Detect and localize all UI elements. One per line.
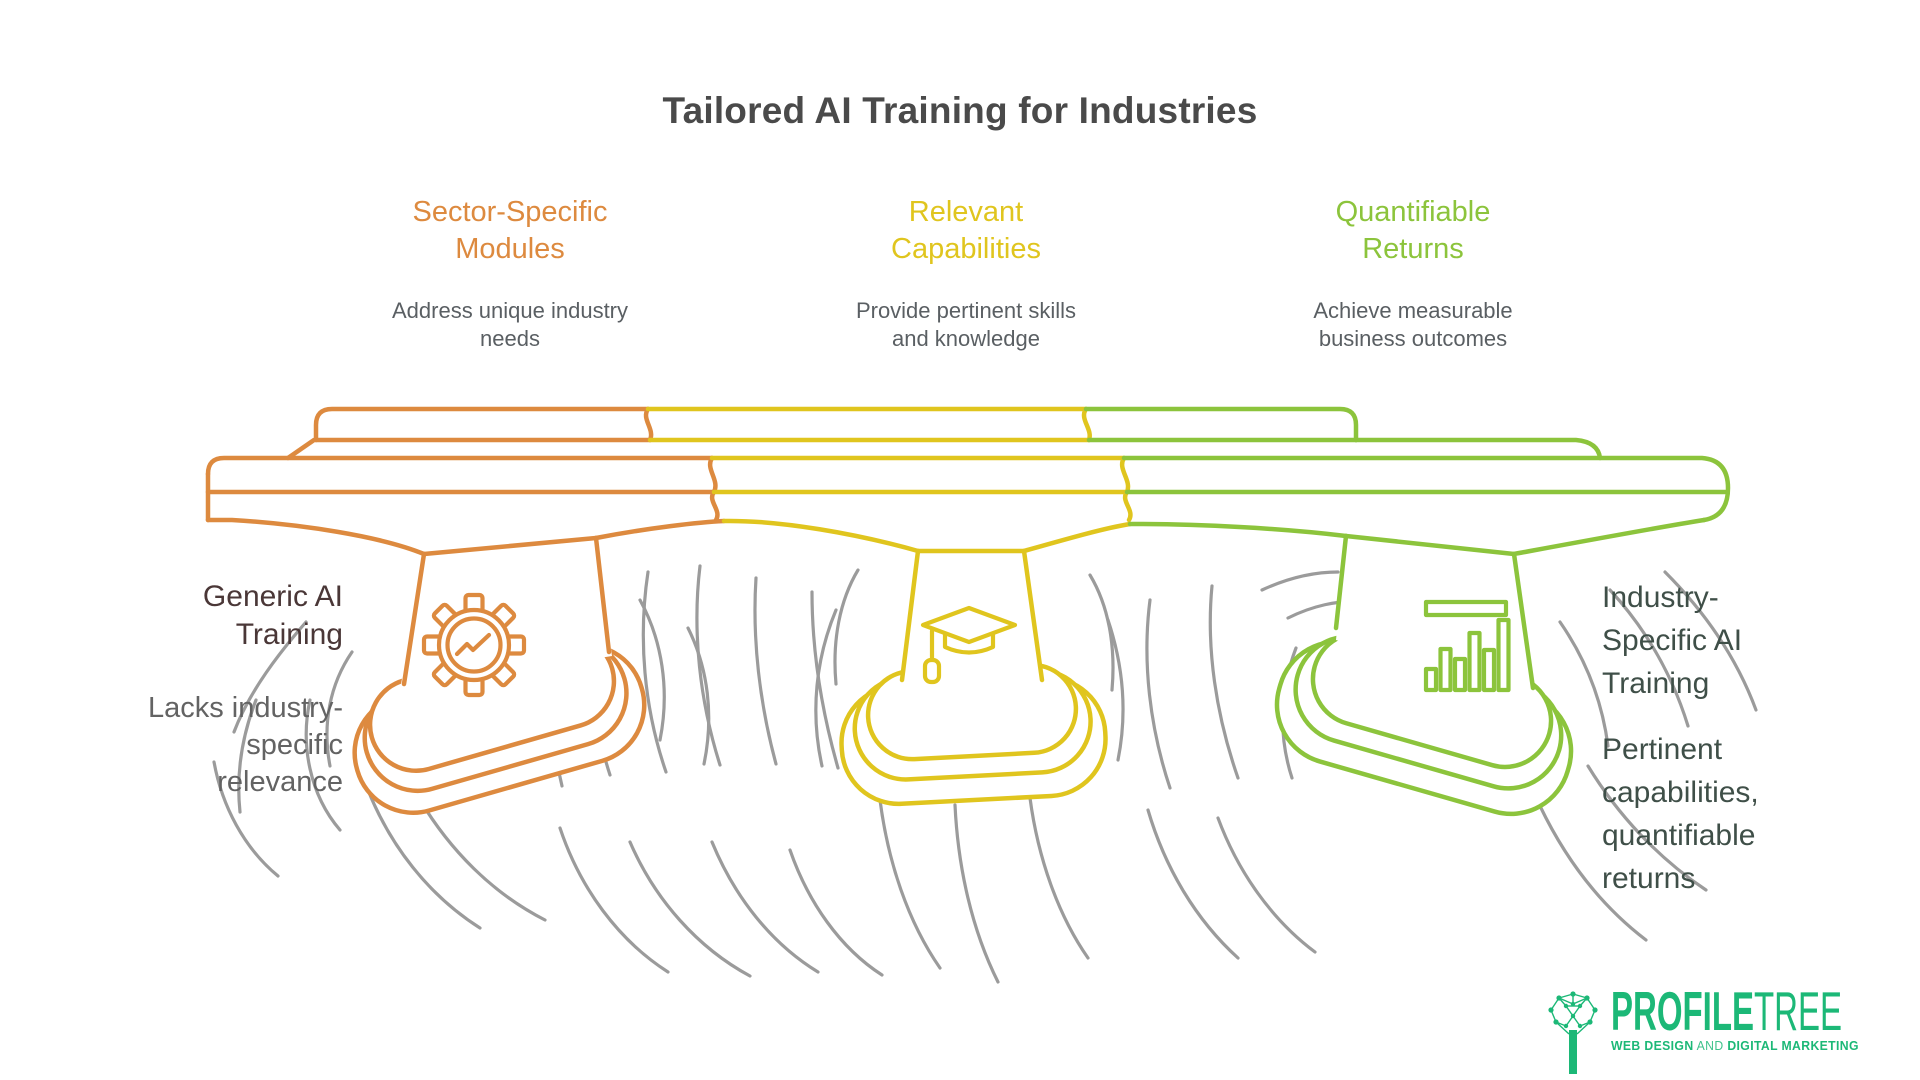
- column-title-quantifiable-returns: Quantifiable Returns: [1335, 196, 1491, 265]
- pier-footing-orange: [352, 632, 647, 815]
- bar-chart-icon: [1423, 599, 1511, 693]
- column-title-sector-specific-modules: Sector-Specific Modules: [412, 196, 608, 265]
- label-generic-ai-training: Generic AI Training: [202, 580, 343, 651]
- bridge-deck-orange: [205, 406, 727, 557]
- profiletree-tagline: WEB DESIGN AND DIGITAL MARKETING: [1611, 1038, 1920, 1053]
- profiletree-logo: PROFILETREE WEB DESIGN AND DIGITAL MARKE…: [1546, 984, 1920, 1078]
- tagline-web-design: WEB DESIGN: [1611, 1038, 1694, 1053]
- profiletree-tree-icon: [1548, 991, 1598, 1074]
- profiletree-wordmark: PROFILETREE: [1611, 984, 1842, 1039]
- bridge-deck-green: [1083, 406, 1731, 557]
- column-title-relevant-capabilities: Relevant Capabilities: [891, 196, 1041, 265]
- column-subtitle-relevant-capabilities: Provide pertinent skills and knowledge: [855, 298, 1077, 351]
- tagline-and: AND: [1696, 1038, 1724, 1053]
- bridge-deck-yellow: [645, 406, 1133, 554]
- label-lacks-industry-specific-relevance: Lacks industry- specific relevance: [147, 692, 343, 798]
- graduation-cap-icon: [920, 605, 1018, 685]
- pier-footing-yellow: [839, 662, 1108, 807]
- column-subtitle-sector-specific-modules: Address unique industry needs: [391, 298, 629, 351]
- column-subtitle-quantifiable-returns: Achieve measurable business outcomes: [1313, 298, 1513, 351]
- wordmark-tree: TREE: [1754, 980, 1843, 1042]
- gear-trend-icon: [421, 592, 527, 698]
- label-pertinent-capabilities-quantifiable-returns: Pertinent capabilities, quantifiable ret…: [1602, 733, 1759, 895]
- page-title: Tailored AI Training for Industries: [662, 90, 1258, 131]
- wordmark-profile: PROFILE: [1611, 980, 1755, 1042]
- tagline-digital-marketing: DIGITAL MARKETING: [1727, 1038, 1859, 1053]
- label-industry-specific-ai-training: Industry- Specific AI Training: [1602, 581, 1743, 700]
- pier-footing-green: [1274, 630, 1574, 817]
